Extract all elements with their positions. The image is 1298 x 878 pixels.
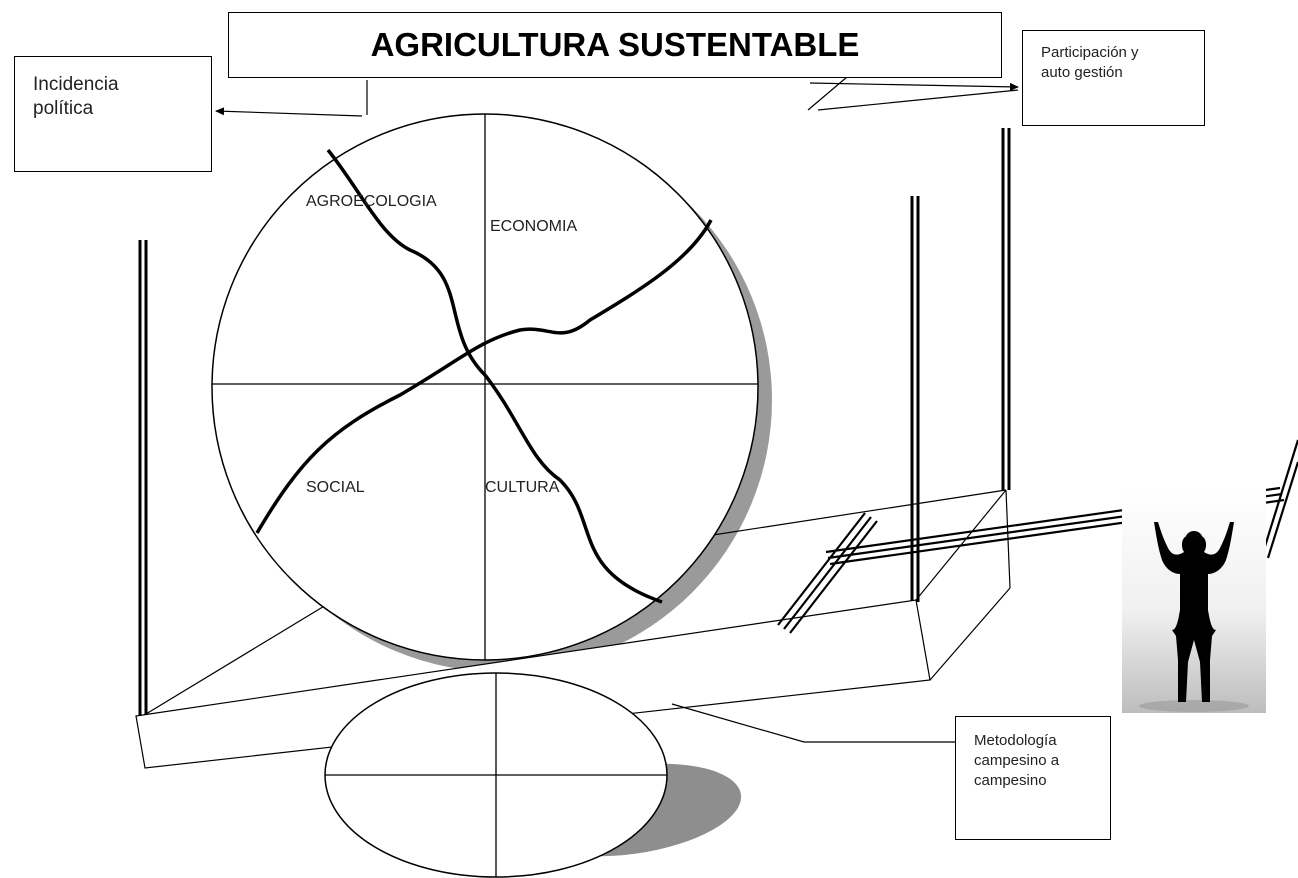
small-wheel [324,672,668,878]
note-participacion-line-2: auto gestión [1041,64,1123,81]
arrows [215,82,1019,743]
note-metodologia: Metodología campesino a campesino [955,716,1111,840]
note-metodologia-line-3: campesino [974,772,1047,789]
diagram-title: AGRICULTURA SUSTENTABLE [228,12,1002,78]
note-metodologia-line-1: Metodología [974,732,1057,749]
quadrant-label-economia: ECONOMIA [490,218,578,235]
arrow-participacion [809,82,1019,91]
wavy-line-1 [326,148,663,604]
quadrant-label-agroecologia: AGROECOLOGIA [306,193,437,210]
note-incidencia-politica: Incidencia política [14,56,212,172]
wavy-line-2 [255,219,713,534]
note-metodologia-line-2: campesino a [974,752,1060,769]
right-posts [910,128,1011,602]
main-wheel [211,113,759,661]
line-metodologia [671,703,955,743]
quadrant-label-social: SOCIAL [306,479,365,496]
note-incidencia-line-2: política [33,98,94,119]
left-post [138,240,148,716]
note-participacion: Participación y auto gestión [1022,30,1205,126]
quadrant-label-cultura: CULTURA [485,479,560,496]
note-participacion-line-1: Participación y [1041,44,1139,61]
person-icon [1122,487,1266,713]
arrow-incidencia [215,107,363,117]
note-incidencia-line-1: Incidencia [33,74,119,95]
